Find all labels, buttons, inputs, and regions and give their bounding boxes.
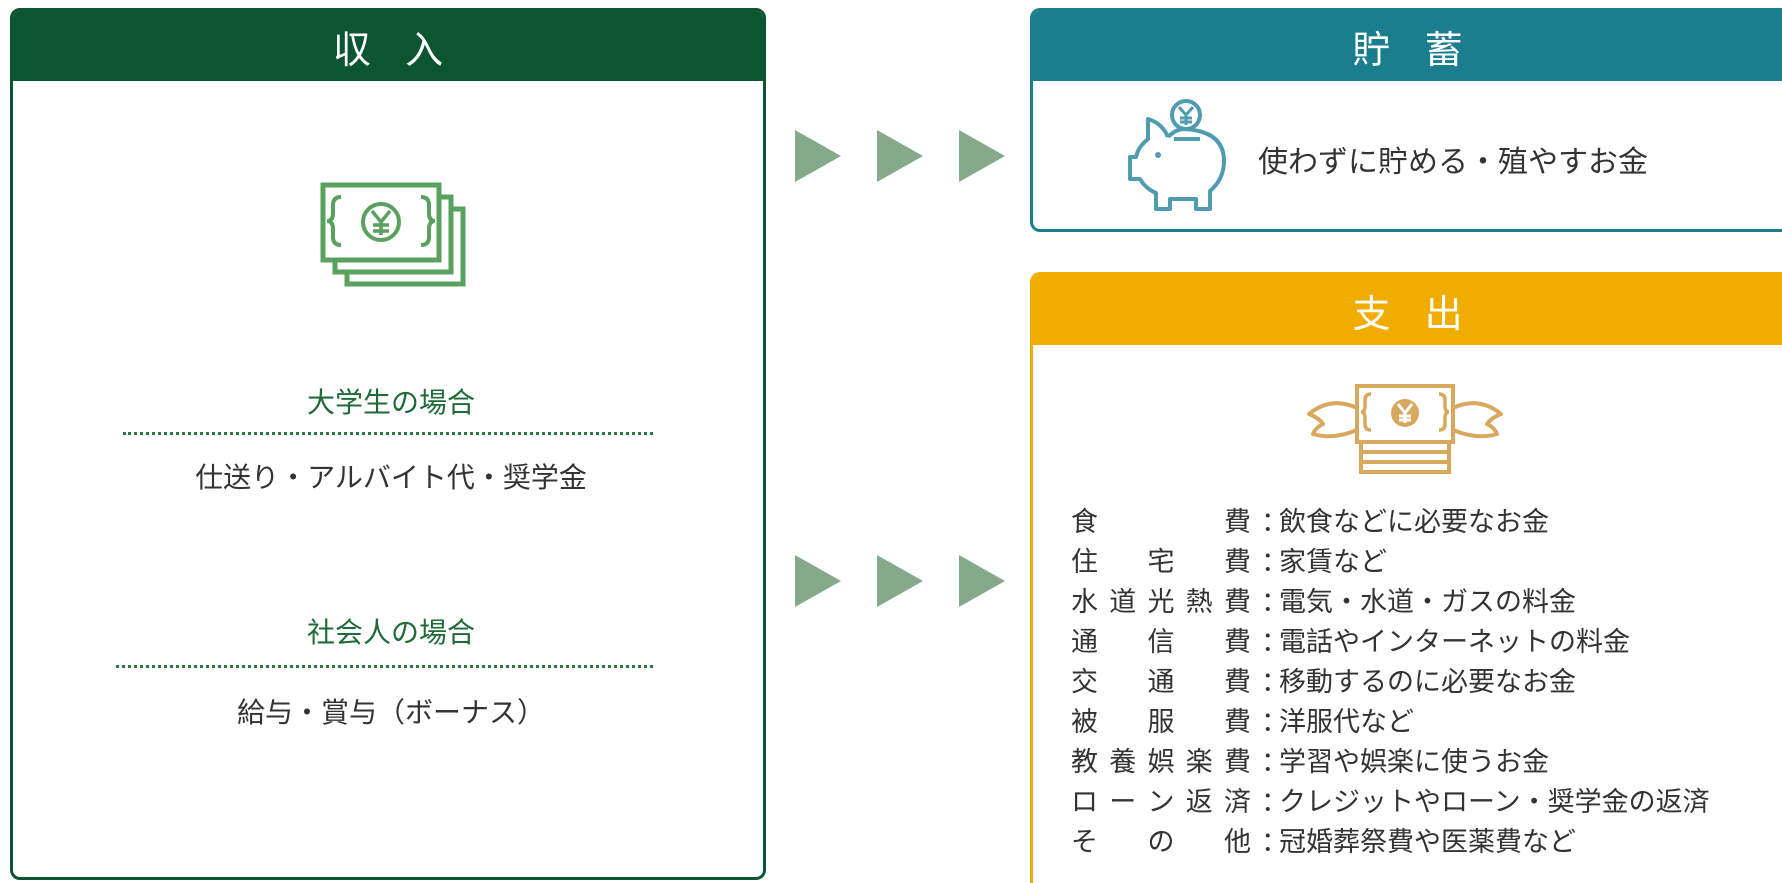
expense-title: 支出 (1352, 291, 1497, 336)
savings-card: 貯蓄 使わずに貯める・殖やすお金 (1030, 8, 1782, 232)
expense-item-label: その他 (1071, 826, 1251, 858)
arrow-right-icon (877, 555, 923, 607)
expense-item-colon: ： (1261, 626, 1288, 658)
expense-item-colon: ： (1261, 546, 1288, 578)
expense-item-description: クレジットやローン・奨学金の返済 (1279, 786, 1710, 818)
expense-item-label: 水道光熱費 (1071, 586, 1251, 618)
income-header: 収入 (13, 11, 763, 81)
expense-item-label: 通信費 (1071, 626, 1251, 658)
arrow-right-icon (959, 555, 1005, 607)
student-income-sources: 仕送り・アルバイト代・奨学金 (195, 461, 587, 494)
income-card: 収入 大学生の場合 仕送り・アルバイト代・奨学金 社会人の場合 給与・賞与（ボー… (10, 8, 766, 880)
expense-item-colon: ： (1261, 586, 1288, 618)
expense-item-colon: ： (1261, 706, 1288, 738)
expense-item: 交通費 ：移動するのに必要なお金 (1071, 659, 1710, 699)
savings-header: 貯蓄 (1033, 11, 1782, 81)
expense-item: 食費 ：飲食などに必要なお金 (1071, 499, 1710, 539)
expense-item-colon: ： (1261, 786, 1288, 818)
expense-item-description: 電話やインターネットの料金 (1279, 626, 1630, 658)
expense-item-label: ローン返済 (1071, 786, 1251, 818)
worker-case-title: 社会人の場合 (306, 616, 475, 649)
worker-dotted-divider (116, 665, 653, 668)
expense-item-label: 交通費 (1071, 666, 1251, 698)
arrow-right-icon (877, 130, 923, 182)
expense-item: 教養娯楽費 ：学習や娯楽に使うお金 (1071, 739, 1710, 779)
expense-item-label: 教養娯楽費 (1071, 746, 1251, 778)
savings-title: 貯蓄 (1352, 27, 1497, 72)
expense-item: 通信費 ：電話やインターネットの料金 (1071, 619, 1710, 659)
expense-item-colon: ： (1261, 666, 1288, 698)
expense-item-colon: ： (1261, 746, 1288, 778)
yen-banknote-stack-icon (320, 182, 466, 287)
expense-item-label: 被服費 (1071, 706, 1251, 738)
income-title: 収入 (332, 27, 478, 72)
expense-item-colon: ： (1261, 506, 1288, 538)
expense-item-description: 移動するのに必要なお金 (1279, 666, 1576, 698)
worker-income-sources: 給与・賞与（ボーナス） (236, 696, 545, 729)
expense-item: 被服費 ：洋服代など (1071, 699, 1710, 739)
expense-item-label: 住宅費 (1071, 546, 1251, 578)
expense-item: その他 ：冠婚葬祭費や医薬費など (1071, 819, 1710, 859)
savings-description: 使わずに貯める・殖やすお金 (1258, 145, 1648, 180)
expense-category-list: 食費：飲食などに必要なお金住宅費：家賃など水道光熱費：電気・水道・ガスの料金通信… (1071, 499, 1710, 859)
flying-yen-banknote-icon (1307, 384, 1503, 474)
expense-item-description: 冠婚葬祭費や医薬費など (1279, 826, 1576, 858)
arrow-right-icon (959, 130, 1005, 182)
student-dotted-divider (123, 432, 653, 435)
arrow-right-icon (795, 130, 841, 182)
expense-item-description: 洋服代など (1279, 706, 1414, 738)
expense-item-description: 飲食などに必要なお金 (1279, 506, 1549, 538)
expense-header: 支出 (1033, 275, 1782, 345)
expense-item-description: 学習や娯楽に使うお金 (1279, 746, 1549, 778)
expense-item: 住宅費 ：家賃など (1071, 539, 1710, 579)
expense-item-colon: ： (1261, 826, 1288, 858)
expense-item-description: 電気・水道・ガスの料金 (1279, 586, 1576, 618)
expense-card: 支出 食費：飲食などに必要なお金住宅費：家賃など水道光熱費：電気・水道・ガスの料… (1030, 272, 1782, 883)
arrow-right-icon (795, 555, 841, 607)
expense-item: ローン返済 ：クレジットやローン・奨学金の返済 (1071, 779, 1710, 819)
student-case-title: 大学生の場合 (306, 386, 475, 419)
expense-item: 水道光熱費 ：電気・水道・ガスの料金 (1071, 579, 1710, 619)
piggy-bank-yen-icon (1128, 99, 1226, 211)
expense-item-description: 家賃など (1279, 546, 1387, 578)
expense-item-label: 食費 (1071, 506, 1251, 538)
